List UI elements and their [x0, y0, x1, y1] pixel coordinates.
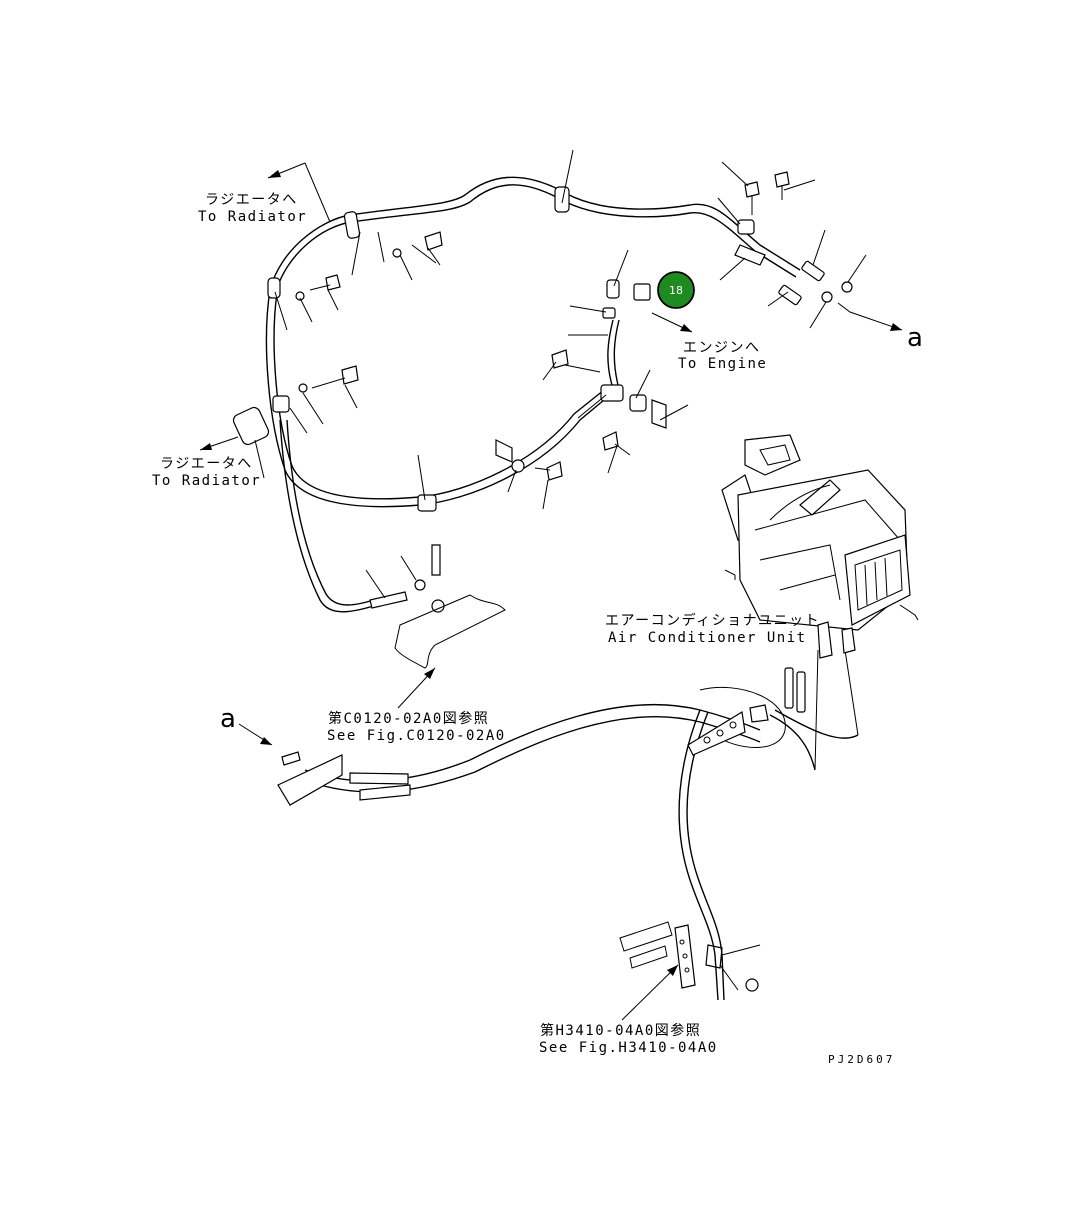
- see-fig-c-jp: 第C0120-02A0図参照: [328, 710, 489, 727]
- ref-a-left: a: [220, 704, 236, 734]
- to-radiator-top-jp: ラジエータへ: [205, 192, 298, 208]
- bracket-center-plate: [687, 704, 769, 756]
- fig-reference-bracket-h: [619, 921, 759, 992]
- bracket-left-plate: [277, 751, 411, 806]
- callout-18[interactable]: 18: [657, 271, 695, 309]
- callout-number: 18: [669, 284, 683, 297]
- to-radiator-top-en: To Radiator: [198, 209, 307, 225]
- to-radiator-left-jp: ラジエータへ: [160, 456, 253, 472]
- direction-arrows: [199, 162, 903, 1021]
- to-engine-en: To Engine: [678, 356, 767, 372]
- to-engine-jp: エンジンへ: [683, 340, 761, 356]
- clamp-parts-top: [232, 171, 853, 613]
- ac-unit-jp: エアーコンディショナユニット: [605, 612, 820, 629]
- air-conditioner-unit: [721, 434, 919, 659]
- leader-lines: [254, 149, 867, 991]
- to-radiator-left-en: To Radiator: [152, 473, 261, 489]
- see-fig-c-en: See Fig.C0120-02A0: [327, 728, 506, 744]
- fig-reference-panel-c: [394, 594, 506, 669]
- ac-unit-en: Air Conditioner Unit: [608, 630, 807, 646]
- ref-a-right: a: [907, 323, 923, 353]
- callout-marker[interactable]: [657, 271, 695, 309]
- bolts-top: [309, 185, 783, 471]
- see-fig-h-jp: 第H3410-04A0図参照: [540, 1022, 701, 1039]
- drawing-code: PJ2D607: [828, 1053, 895, 1066]
- hose-routing-bottom: [304, 649, 859, 1001]
- see-fig-h-en: See Fig.H3410-04A0: [539, 1040, 718, 1056]
- hose-routing-top: [265, 176, 801, 613]
